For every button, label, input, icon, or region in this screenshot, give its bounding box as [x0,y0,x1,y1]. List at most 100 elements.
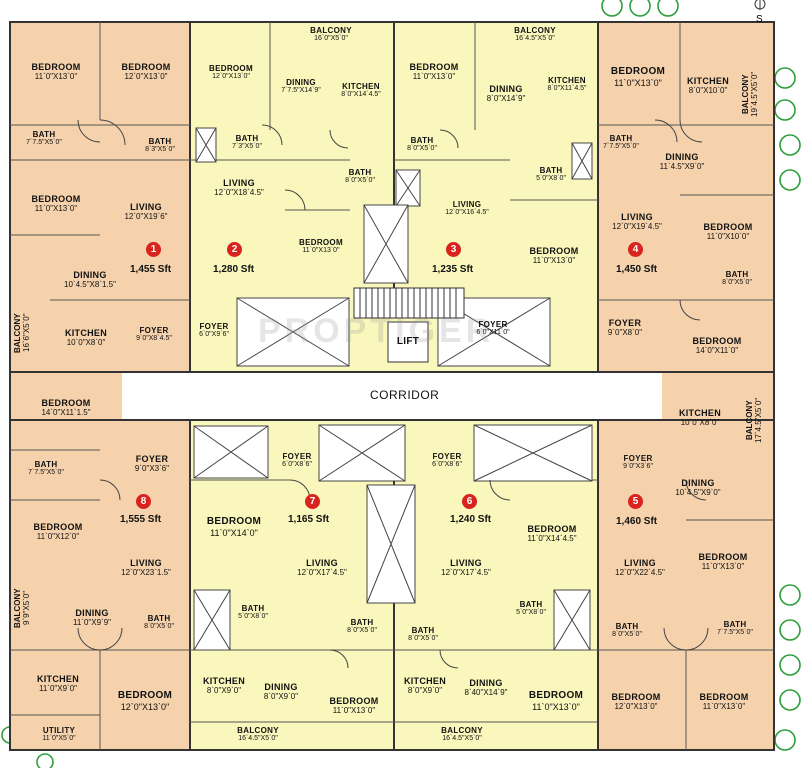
tree-icon [779,169,801,191]
unit-1-badge: 1 [146,242,161,257]
tree-icon [657,0,679,17]
watermark: PROPTIGER [258,312,495,350]
tree-icon [779,584,801,606]
unit-2-badge: 2 [227,242,242,257]
unit-4-area: 1,450 Sft [616,264,658,275]
unit-5-area: 1,460 Sft [616,516,658,527]
corridor-label: CORRIDOR [370,388,440,402]
unit-6-area: 1,240 Sft [450,514,492,525]
unit-7-area: 1,165 Sft [288,514,330,525]
tree-icon [779,619,801,641]
unit-5-badge: 5 [628,494,643,509]
unit-4-badge: 4 [628,242,643,257]
tree-icon [601,0,623,17]
door-swings [77,119,709,669]
walls [9,21,775,751]
unit-8-area: 1,555 Sft [120,514,162,525]
service-shafts [193,127,593,651]
unit-7-badge: 7 [305,494,320,509]
unit-1-area: 1,455 Sft [130,264,172,275]
tree-icon [779,654,801,676]
lift-label: LIFT [396,336,420,347]
tree-icon [779,134,801,156]
unit-3-badge: 3 [446,242,461,257]
unit-8-badge: 8 [136,494,151,509]
tree-icon [629,0,651,17]
compass-icon [754,0,766,10]
compass-label: S [756,14,763,25]
staircase [353,287,465,363]
tree-icon [774,67,796,89]
